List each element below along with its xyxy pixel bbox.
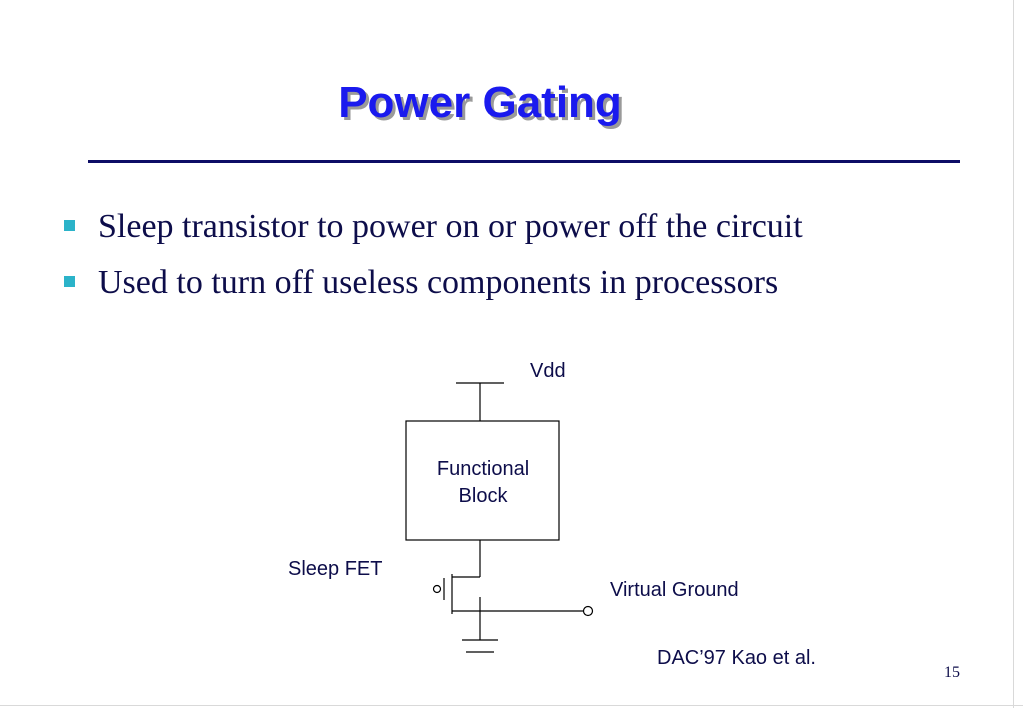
slide-border bbox=[0, 705, 1023, 706]
gate-bubble-icon bbox=[432, 584, 442, 594]
bullet-text: Sleep transistor to power on or power of… bbox=[98, 208, 803, 245]
slide-title-text: Power Gating bbox=[338, 78, 622, 127]
slide-border bbox=[1013, 0, 1014, 708]
virtual-ground-terminal-icon bbox=[582, 605, 594, 617]
virtual-ground-label: Virtual Ground bbox=[610, 579, 739, 601]
functional-block-label: Block bbox=[459, 485, 509, 507]
bullet-item: Sleep transistor to power on or power of… bbox=[60, 206, 960, 248]
bullet-text: Used to turn off useless components in p… bbox=[98, 264, 779, 301]
bullet-list: Sleep transistor to power on or power of… bbox=[60, 206, 960, 318]
citation: DAC’97 Kao et al. bbox=[657, 647, 816, 669]
functional-block-label: Functional bbox=[437, 458, 529, 480]
vdd-label: Vdd bbox=[530, 360, 566, 382]
functional-block bbox=[405, 420, 560, 541]
sleep-fet-label: Sleep FET bbox=[288, 558, 382, 580]
bullet-item: Used to turn off useless components in p… bbox=[60, 262, 960, 304]
page-number: 15 bbox=[944, 664, 960, 681]
title-underline bbox=[88, 160, 960, 163]
square-bullet-icon bbox=[64, 276, 75, 287]
square-bullet-icon bbox=[64, 220, 75, 231]
slide-title: Power Gating bbox=[0, 78, 960, 128]
